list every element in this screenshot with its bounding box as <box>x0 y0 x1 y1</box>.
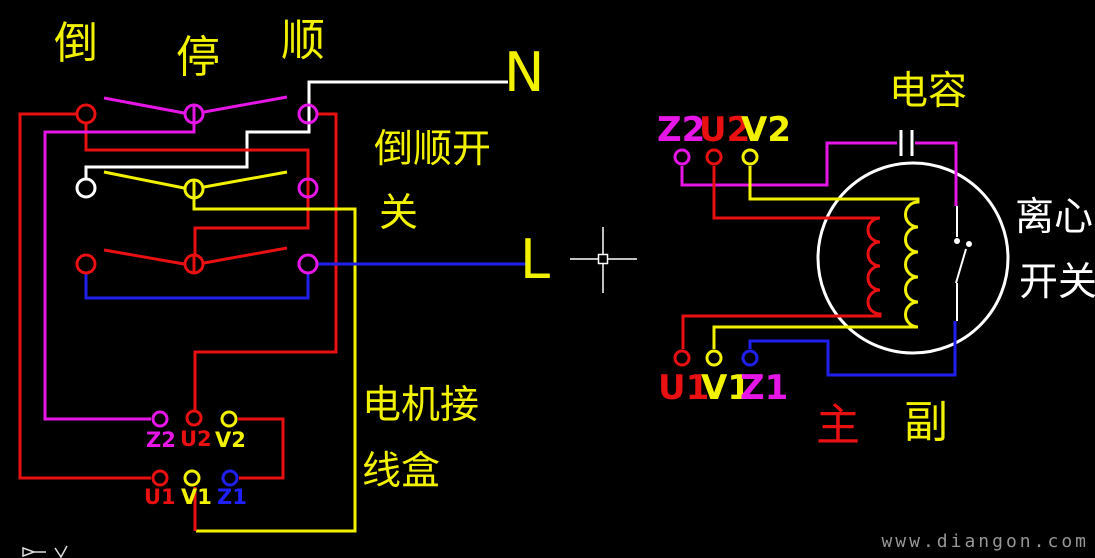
red-jumper-v2-z1 <box>238 417 285 480</box>
ucs-icon <box>22 545 68 558</box>
capacitor-symbol <box>899 130 914 156</box>
neutral-wire <box>84 80 508 179</box>
centrifugal-switch-symbol <box>954 206 972 321</box>
terminal-box-terminals <box>151 409 239 487</box>
terminal-box-name-line2: 线盒 <box>362 449 441 494</box>
motor-terminal-v1: V1 <box>701 368 751 408</box>
main-winding-label: 主 <box>816 400 860 451</box>
switch-name-line1: 倒顺开 <box>374 127 492 172</box>
box-terminal-v1: V1 <box>181 485 212 509</box>
switch-position-forward: 顺 <box>281 15 325 66</box>
motor-terminal-z1: Z1 <box>740 368 789 408</box>
box-terminal-u1: U1 <box>144 485 176 509</box>
switch-name-line2: 关 <box>379 191 419 236</box>
watermark: www.diangon.com <box>881 531 1089 552</box>
motor-terminals <box>673 148 759 367</box>
blue-live-wire <box>84 262 527 300</box>
motor-terminal-u2: U2 <box>699 110 751 150</box>
red-wire-row1-to-u2 <box>193 112 338 410</box>
motor-terminal-v2: V2 <box>741 110 791 150</box>
red-feed-wire-u1 <box>18 112 151 480</box>
red-wire-row1-to-row3 <box>84 123 310 254</box>
switch-blades-row1 <box>103 95 288 115</box>
capacitor-label: 电容 <box>889 69 968 114</box>
aux-winding-label: 副 <box>904 397 948 448</box>
aux-winding-yellow <box>712 166 920 349</box>
motor-terminal-u1: U1 <box>658 368 710 408</box>
box-terminal-z1: Z1 <box>217 485 247 509</box>
centrifugal-switch-label-line2: 开关 <box>1019 260 1095 305</box>
box-terminal-v2: V2 <box>215 428 246 452</box>
switch-blades-row2 <box>103 170 288 190</box>
magenta-wire-to-z2 <box>43 124 196 421</box>
crosshair-cursor <box>570 227 637 293</box>
switch-blades-row3 <box>103 246 288 266</box>
live-label: L <box>520 228 551 291</box>
motor-body-circle <box>816 161 1010 355</box>
box-terminal-z2: Z2 <box>146 428 176 452</box>
neutral-label: N <box>504 41 545 104</box>
switch-contacts <box>75 103 319 275</box>
yellow-wire-to-box <box>192 198 357 533</box>
centrifugal-switch-label-line1: 离心 <box>1015 195 1094 240</box>
box-terminal-u2: U2 <box>180 427 212 451</box>
switch-position-reverse: 倒 <box>54 18 98 69</box>
terminal-box-name-line1: 电机接 <box>362 383 480 428</box>
switch-position-stop: 停 <box>176 32 220 83</box>
main-winding-red <box>681 166 882 349</box>
blue-wire-z1-centrifugal <box>748 321 957 377</box>
motor-terminal-z2: Z2 <box>657 110 706 150</box>
magenta-capacitor-wire <box>680 141 958 206</box>
